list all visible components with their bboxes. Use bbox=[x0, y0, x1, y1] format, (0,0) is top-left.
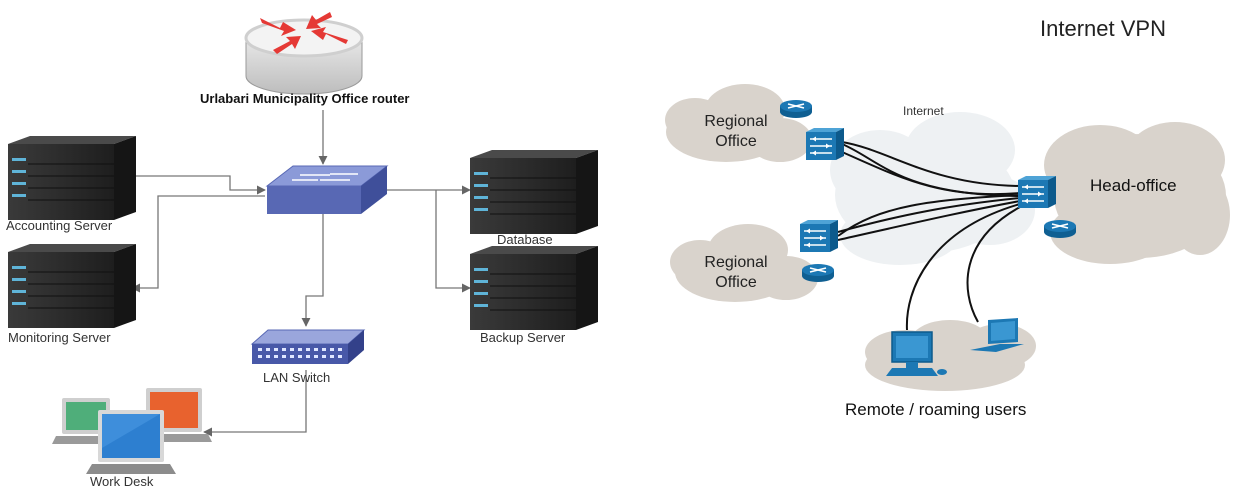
regional-office-bottom-cloud bbox=[670, 224, 818, 302]
vpn-title: Internet VPN bbox=[1040, 16, 1166, 41]
accounting-server-label: Accounting Server bbox=[6, 218, 113, 233]
regional-bottom-router-icon bbox=[801, 263, 835, 283]
laptop-icon bbox=[970, 318, 1024, 352]
office-router-icon bbox=[244, 12, 364, 95]
lan-switch-label: LAN Switch bbox=[263, 370, 331, 385]
workdesk-laptops-icon bbox=[52, 388, 212, 474]
database-server-icon bbox=[469, 149, 599, 235]
lan-switch-icon bbox=[250, 329, 366, 364]
regional-office-top-cloud bbox=[665, 84, 812, 162]
database-label: Database bbox=[497, 232, 553, 247]
regional-office-bottom-label: Regional Office bbox=[704, 254, 768, 291]
remote-users-label: Remote / roaming users bbox=[845, 400, 1027, 419]
backup-server-label: Backup Server bbox=[480, 330, 566, 345]
head-office-firewall-icon bbox=[1017, 175, 1057, 209]
head-office-router-icon bbox=[1043, 219, 1077, 239]
office-router-label: Urlabari Municipality Office router bbox=[200, 91, 410, 106]
left-connectors bbox=[131, 110, 471, 437]
regional-bottom-firewall-icon bbox=[799, 219, 839, 253]
internet-label: Internet bbox=[903, 104, 944, 118]
regional-top-firewall-icon bbox=[805, 127, 845, 161]
core-switch-icon bbox=[265, 165, 389, 214]
regional-office-top-label: Regional Office bbox=[704, 113, 768, 150]
head-office-label: Head-office bbox=[1090, 176, 1177, 195]
regional-top-router-icon bbox=[779, 99, 813, 119]
internet-cloud bbox=[830, 112, 1035, 265]
monitoring-server-label: Monitoring Server bbox=[8, 330, 111, 345]
desktop-pc-icon bbox=[886, 331, 947, 376]
head-office-cloud bbox=[1044, 122, 1230, 264]
backup-server-icon bbox=[469, 245, 599, 331]
workdesk-label: Work Desk bbox=[90, 474, 154, 489]
vpn-tunnels bbox=[837, 141, 1021, 331]
accounting-server-icon bbox=[7, 135, 137, 221]
monitoring-server-icon bbox=[7, 243, 137, 329]
